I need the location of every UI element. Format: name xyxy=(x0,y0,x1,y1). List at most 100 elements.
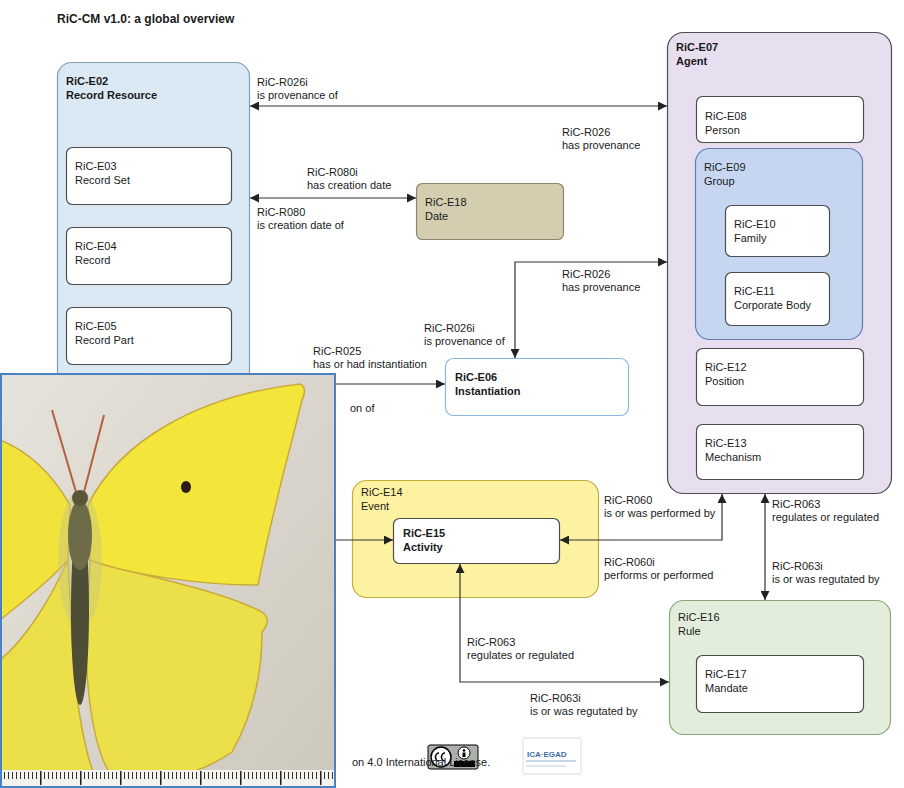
relation-label-holder: RiC-R060i performs or performed xyxy=(604,556,713,583)
relation-label: RiC-R063 regulates or regulated xyxy=(467,636,574,662)
relation-label: on of xyxy=(350,402,374,415)
box-shape xyxy=(668,33,892,494)
butterfly-thorax xyxy=(68,500,92,570)
relation-connector xyxy=(250,105,667,106)
relation-label-holder: RiC-R063 regulates or regulated xyxy=(772,498,879,525)
entity-name: RiC-E15 Activity xyxy=(403,526,445,554)
antenna xyxy=(84,415,104,492)
relation-label: RiC-R026i is provenance of xyxy=(257,76,338,102)
ruler-ticks xyxy=(0,770,335,788)
entity-name: RiC-E16 Rule xyxy=(678,610,720,638)
box-shape xyxy=(696,149,863,340)
ruler-ticks xyxy=(0,770,335,788)
relation-label: RiC-R080 is creation date of xyxy=(257,206,344,232)
relation-label: RiC-R026 has provenance xyxy=(562,268,640,294)
relation-label: RiC-R025 has or had instantiation xyxy=(313,345,427,371)
relation-connector xyxy=(515,262,667,358)
entity-box: RiC-E03 Record Set xyxy=(66,147,232,205)
butterfly-head xyxy=(72,490,88,506)
entity-name: RiC-E05 Record Part xyxy=(75,319,134,347)
entity-name: RiC-E13 Mechanism xyxy=(705,436,761,464)
entity-box: RiC-E04 Record xyxy=(66,227,232,285)
wing-spot xyxy=(181,481,191,493)
relation-label-holder: RiC-R026 has provenance xyxy=(562,268,640,295)
license-text-holder: on 4.0 International License. xyxy=(352,752,490,770)
box-shape xyxy=(670,601,891,735)
relation-connector xyxy=(460,564,669,682)
photo-frame xyxy=(1,374,335,787)
relation-label-holder: on of xyxy=(350,398,374,416)
relation-label-holder: RiC-R080 is creation date of xyxy=(257,206,344,233)
entity-box: RiC-E18 Date xyxy=(416,183,564,240)
relation-label: RiC-R060i performs or performed xyxy=(604,556,713,582)
entity-name: RiC-E17 Mandate xyxy=(705,667,748,695)
right-hindwing xyxy=(86,560,267,785)
photo-ground xyxy=(0,374,335,788)
diagram-title-holder: RiC-CM v1.0: a global overview xyxy=(57,9,234,27)
relation-label-holder: RiC-R080i has creation date xyxy=(307,166,391,193)
box-shape xyxy=(697,656,864,713)
relation-label-holder: RiC-R060 is or was performed by xyxy=(604,494,715,521)
box-shape xyxy=(394,519,560,564)
entity-name: RiC-E06 Instantiation xyxy=(455,370,520,398)
relation-label-holder: RiC-R026 has provenance xyxy=(562,126,640,153)
relation-label-holder: RiC-R026i is provenance of xyxy=(424,322,505,349)
entity-name: RiC-E09 Group xyxy=(704,160,746,188)
entity-group: RiC-E07 AgentRiC-E08 PersonRiC-E09 Group… xyxy=(667,32,892,494)
ica-logo xyxy=(523,738,581,774)
entity-name: RiC-E12 Position xyxy=(705,360,747,388)
logo-rule xyxy=(526,765,566,767)
license-text: on 4.0 International License. xyxy=(352,756,490,769)
box-shape xyxy=(697,97,864,143)
by-icon xyxy=(463,749,466,752)
entity-name: RiC-E02 Record Resource xyxy=(66,74,157,102)
antenna xyxy=(52,410,76,492)
entity-name: RiC-E03 Record Set xyxy=(75,159,130,187)
box-shape xyxy=(697,349,864,406)
relation-label: RiC-R080i has creation date xyxy=(307,166,391,192)
entity-box: RiC-E13 Mechanism xyxy=(696,424,864,480)
relation-label-holder: RiC-R063i is or was regutated by xyxy=(772,560,880,587)
entity-box: RiC-E12 Position xyxy=(696,348,864,406)
entity-box: RiC-E10 Family xyxy=(725,205,830,257)
entity-group: RiC-E09 GroupRiC-E10 FamilyRiC-E11 Corpo… xyxy=(695,148,863,340)
relation-label-holder: RiC-R025 has or had instantiation xyxy=(313,345,427,372)
right-forewing xyxy=(88,384,304,585)
box-shape xyxy=(726,206,830,257)
relation-label: RiC-R026 has provenance xyxy=(562,126,640,152)
entity-name: RiC-E04 Record xyxy=(75,239,117,267)
logo-rule xyxy=(526,760,576,762)
relation-connector xyxy=(764,494,765,600)
entity-group: RiC-E16 RuleRiC-E17 Mandate xyxy=(669,600,891,735)
relation-connector xyxy=(250,197,416,198)
box-shape xyxy=(446,359,629,416)
entity-box: RiC-E15 Activity xyxy=(393,518,560,564)
relation-label-holder: RiC-R026i is provenance of xyxy=(257,76,338,103)
entity-box: RiC-E08 Person xyxy=(696,96,864,143)
entity-box: RiC-E06 Instantiation xyxy=(445,358,629,416)
entity-name: RiC-E10 Family xyxy=(734,217,776,245)
box-shape xyxy=(726,273,830,326)
relation-label: RiC-R063 regulates or regulated xyxy=(772,498,879,524)
entity-box: RiC-E17 Mandate xyxy=(696,655,864,713)
relation-label-holder: RiC-R063 regulates or regulated xyxy=(467,636,574,663)
relation-label: RiC-R063i is or was regutated by xyxy=(530,692,638,718)
box-shape xyxy=(353,481,599,598)
relation-label: RiC-R060 is or was performed by xyxy=(604,494,715,520)
relation-connector xyxy=(560,494,722,540)
entity-group: RiC-E02 Record ResourceRiC-E03 Record Se… xyxy=(57,62,250,770)
diagram-title: RiC-CM v1.0: a global overview xyxy=(57,12,234,26)
entity-name: RiC-E08 Person xyxy=(705,109,747,137)
entity-name: RiC-E14 Event xyxy=(361,485,403,513)
entity-name: RiC-E11 Corporate Body xyxy=(734,284,811,312)
box-shape xyxy=(67,308,232,365)
butterfly-photo xyxy=(0,374,335,788)
entity-name: RiC-E18 Date xyxy=(425,195,467,223)
box-shape xyxy=(67,228,232,285)
entity-box: RiC-E11 Corporate Body xyxy=(725,272,830,326)
entity-box: RiC-E05 Record Part xyxy=(66,307,232,365)
logo-ground xyxy=(523,738,581,774)
box-shape xyxy=(417,184,564,240)
box-shape xyxy=(67,148,232,205)
